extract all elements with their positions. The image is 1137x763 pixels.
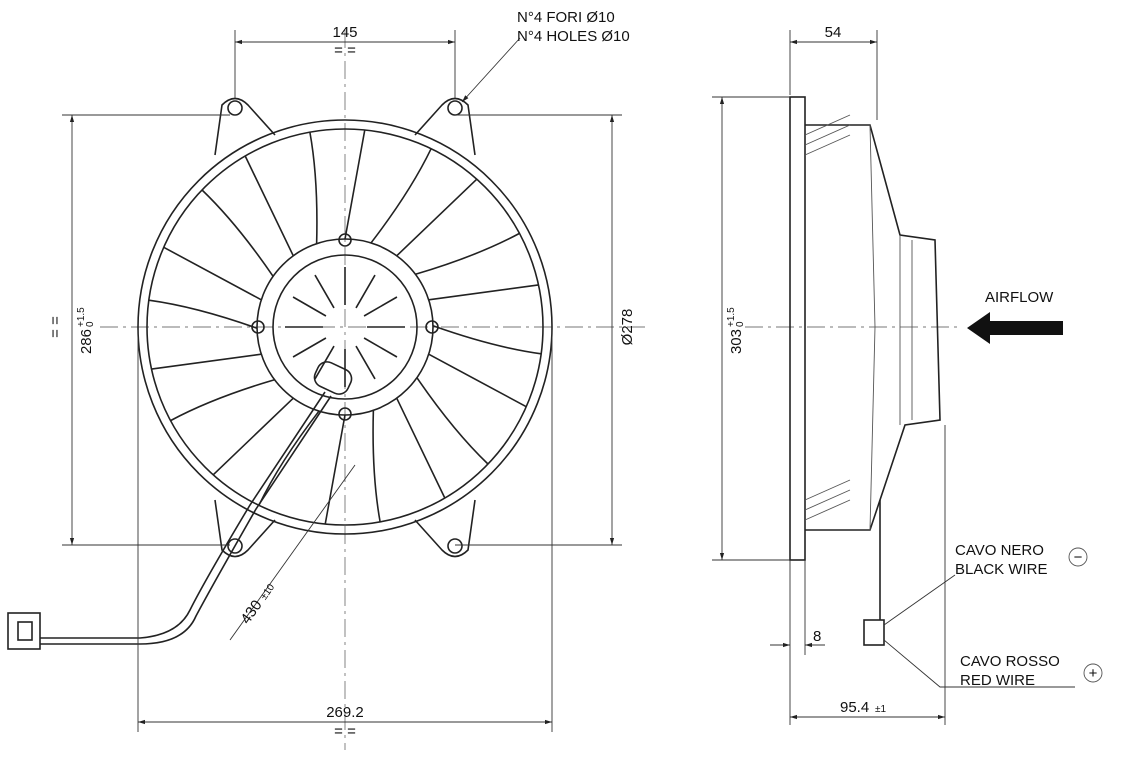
motor-hub bbox=[256, 238, 434, 416]
red-wire-en: RED WIRE bbox=[960, 672, 1035, 689]
fan-body-profile bbox=[805, 124, 941, 531]
hub-ribs bbox=[285, 267, 405, 387]
hub-rib bbox=[314, 274, 335, 309]
fan-blade bbox=[244, 131, 318, 257]
dim-height: 286 bbox=[78, 329, 95, 354]
screw-icon bbox=[338, 233, 352, 247]
fan-blade bbox=[258, 410, 346, 525]
dim-line-cable bbox=[229, 464, 356, 641]
cable-gland bbox=[313, 361, 353, 395]
fan-blade bbox=[396, 178, 520, 276]
svg-text:+1.5: +1.5 bbox=[76, 307, 87, 327]
fan-blade bbox=[148, 299, 262, 370]
dim-hole-spacing: 145 bbox=[332, 24, 357, 41]
dim-total-depth: 95.4 bbox=[840, 699, 869, 716]
fan-blades bbox=[148, 129, 542, 525]
screw-icon bbox=[251, 320, 265, 334]
black-wire-it: CAVO NERO bbox=[955, 542, 1044, 559]
dim-diameter: Ø278 bbox=[619, 309, 636, 346]
minus-icon bbox=[1068, 547, 1088, 567]
connector-icon bbox=[7, 612, 41, 650]
screw-icon bbox=[338, 407, 352, 421]
screw-icon bbox=[425, 320, 439, 334]
red-wire-it: CAVO ROSSO bbox=[960, 653, 1060, 670]
svg-text:0: 0 bbox=[735, 321, 746, 327]
fan-blade bbox=[170, 378, 294, 476]
airflow-label: AIRFLOW bbox=[985, 289, 1054, 306]
airflow-arrow-icon bbox=[967, 312, 1063, 344]
holes-note-it: N°4 FORI Ø10 bbox=[517, 9, 615, 26]
svg-text:0: 0 bbox=[85, 321, 96, 327]
motor-cover bbox=[272, 254, 418, 400]
svg-text:= =: = = bbox=[334, 42, 356, 59]
dim-depth-flange: 54 bbox=[825, 24, 842, 41]
svg-text:±1: ±1 bbox=[875, 704, 886, 715]
power-cable bbox=[40, 391, 326, 639]
wire-connector bbox=[863, 619, 885, 646]
dim-width: 269.2 bbox=[326, 704, 364, 721]
fan-blade bbox=[344, 129, 432, 244]
inner-ring bbox=[146, 128, 544, 526]
plus-icon bbox=[1083, 663, 1103, 683]
fan-blade bbox=[372, 397, 446, 523]
outer-ring bbox=[137, 119, 553, 535]
dim-side-height: 303 bbox=[728, 329, 745, 354]
hub-rib bbox=[292, 296, 327, 317]
mounting-ears bbox=[214, 97, 476, 558]
fan-blade bbox=[163, 189, 274, 301]
holes-note-en: N°4 HOLES Ø10 bbox=[517, 28, 630, 45]
hub-rib bbox=[355, 345, 376, 380]
dim-flange-thickness: 8 bbox=[813, 628, 821, 645]
front-view: 145 = = N°4 FORI Ø10 N°4 HOLES Ø10 286 +… bbox=[7, 9, 650, 750]
svg-text:= =: = = bbox=[334, 723, 356, 740]
fan-blade bbox=[428, 284, 542, 355]
side-view: 54 303 +1.5 0 AIRFLOW 8 95.4 ±1 CAVO NER… bbox=[712, 24, 1103, 725]
svg-text:−: − bbox=[1074, 549, 1083, 566]
dim-cable: 430 bbox=[237, 597, 265, 627]
svg-text:+: + bbox=[1089, 665, 1098, 682]
svg-text:= =: = = bbox=[47, 316, 64, 338]
flange bbox=[789, 96, 806, 561]
hub-rib bbox=[355, 274, 376, 309]
black-wire-en: BLACK WIRE bbox=[955, 561, 1048, 578]
hub-rib bbox=[292, 337, 327, 358]
svg-text:+1.5: +1.5 bbox=[726, 307, 737, 327]
fan-blade bbox=[416, 353, 527, 465]
hub-rib bbox=[363, 296, 398, 317]
hub-rib bbox=[363, 337, 398, 358]
svg-text:±10: ±10 bbox=[259, 582, 278, 602]
leader-holes bbox=[461, 37, 521, 103]
